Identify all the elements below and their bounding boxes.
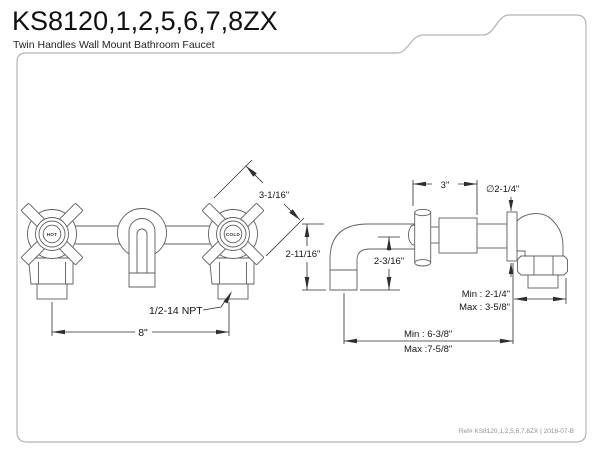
spout-front — [128, 218, 156, 288]
wall-flange — [506, 211, 518, 262]
cold-base-bell — [209, 257, 257, 285]
thread-label: 1/2-14 NPT — [149, 305, 203, 317]
callout-thread: 1/2-14 NPT — [149, 291, 232, 317]
hot-hub-ring — [42, 224, 62, 244]
wall-min-label: Min : 2-1/4" — [462, 289, 510, 300]
cold-handle: COLD — [202, 203, 264, 300]
wall-max-label: Max : 3-5/8" — [459, 302, 510, 313]
sheet-border — [16, 14, 587, 443]
hex-nut — [517, 255, 568, 276]
spout-side-outlet — [329, 269, 358, 291]
dim-flange-label: ∅2-1/4" — [486, 184, 519, 195]
reach-min-label: Min : 6-3/8" — [404, 329, 452, 340]
reach-max-label: Max :7-5/8" — [404, 344, 452, 355]
supply-elbow — [516, 213, 564, 257]
dim-spout-outlet: 2-3/16" — [360, 236, 404, 291]
front-view: HOT COLD — [21, 159, 305, 339]
side-view: 2-11/16" 2-3/16" 3" — [286, 180, 568, 355]
dim-body-label: 3" — [441, 180, 450, 191]
dim-wall-depth: Min : 2-1/4" Max : 3-5/8" — [459, 263, 567, 344]
dim-spout-height: 2-11/16" — [286, 223, 326, 291]
outlet-collar — [527, 274, 559, 289]
cold-base-nipple — [217, 283, 249, 300]
dim-flange-diameter: ∅2-1/4" — [486, 184, 519, 277]
spout-front-inner — [136, 228, 148, 273]
hot-label: HOT — [47, 232, 58, 237]
spout-side-outer — [329, 223, 424, 270]
page-subtitle: Twin Handles Wall Mount Bathroom Faucet — [13, 39, 215, 51]
hot-base-nipple — [36, 283, 68, 300]
footer-reference: Ref# KS8120,1,2,5,6,7,8ZX | 2018-07-B — [458, 428, 574, 435]
dim-outlet-label: 2-3/16" — [374, 256, 404, 267]
dim-valve-length: 3" — [412, 180, 478, 215]
handle-side-bar — [414, 208, 432, 267]
dim-spread: 8" — [51, 302, 230, 339]
spout-side-inner — [356, 248, 424, 270]
valve-stem — [476, 223, 508, 249]
valve-body — [438, 217, 478, 254]
dim-handle-diameter: 3-1/16" — [213, 159, 305, 257]
cold-label: COLD — [226, 232, 241, 237]
dim-handle-label: 3-1/16" — [259, 190, 289, 201]
hot-base-bell — [28, 257, 76, 285]
hot-handle: HOT — [21, 203, 83, 300]
cold-hub-ring — [223, 224, 243, 244]
dim-height-label: 2-11/16" — [286, 249, 321, 260]
dim-overall-reach: Min : 6-3/8" Max :7-5/8" — [343, 293, 513, 355]
page-title: KS8120,1,2,5,6,7,8ZX — [12, 6, 278, 36]
dim-spread-label: 8" — [138, 327, 148, 339]
